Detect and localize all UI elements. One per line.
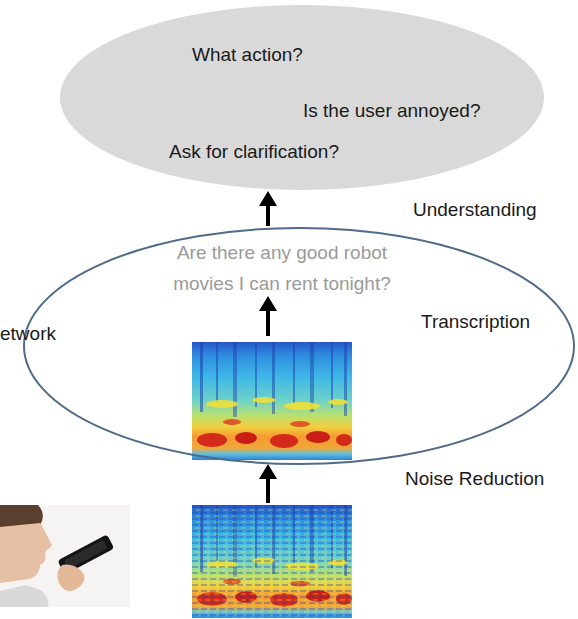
arrow-head <box>259 296 277 311</box>
question-text: What action? <box>192 43 303 66</box>
photo-background <box>0 505 130 607</box>
clean-spectrogram <box>192 342 352 460</box>
flow-arrow <box>259 464 277 503</box>
ellipse-shape <box>24 228 574 464</box>
arrow-head <box>259 191 277 206</box>
ellipse-shape <box>60 5 544 190</box>
ellipse-outline <box>60 5 544 190</box>
arrow-shaft <box>266 203 270 226</box>
arrow-head <box>259 464 277 479</box>
question-text: Ask for clarification? <box>169 140 339 163</box>
understanding-ellipse: What action? Is the user annoyed? Ask for … <box>60 5 544 190</box>
face <box>0 523 52 583</box>
phone-screen <box>64 540 108 569</box>
noise-overlay <box>192 505 352 618</box>
transcript-text: Are there any good robot movies I can re… <box>150 237 414 299</box>
arrow-shaft <box>266 476 270 503</box>
stage-label: Noise Reduction <box>405 467 544 490</box>
shirt <box>0 585 48 607</box>
transcription-ellipse: Are there any good robot movies I can re… <box>22 226 576 466</box>
spectrogram-image <box>192 505 352 618</box>
noisy-spectrogram <box>192 505 352 618</box>
person-with-phone <box>0 505 130 607</box>
flow-connector <box>259 191 277 226</box>
hand <box>57 564 84 591</box>
stage-label: Transcription <box>421 310 530 333</box>
spectrogram-image <box>192 342 352 460</box>
arrow-shaft <box>266 308 270 336</box>
flow-arrow <box>259 296 277 336</box>
stage-label: etwork <box>0 322 56 345</box>
stage-label: Understanding <box>413 198 537 221</box>
question-text: Is the user annoyed? <box>303 99 480 122</box>
